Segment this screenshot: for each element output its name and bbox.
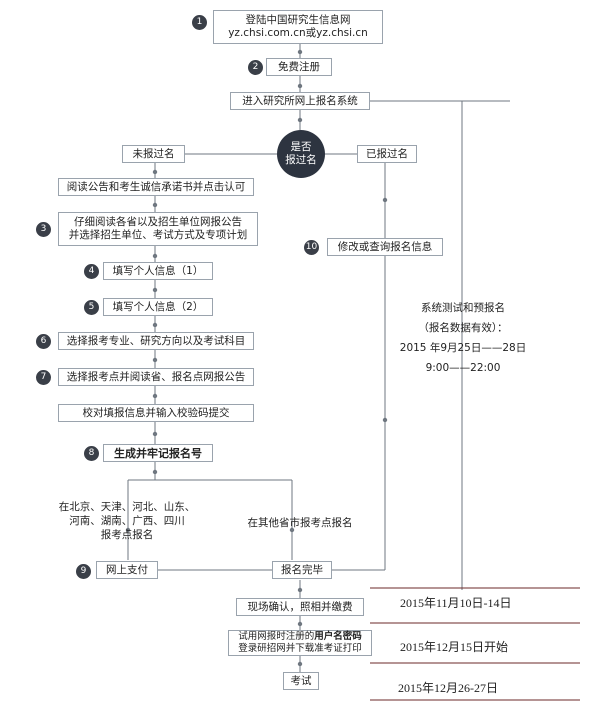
timeline-print-date: 2015年12月15日开始 (400, 640, 509, 654)
region-other-label: 在其他省市报考点报名 (247, 517, 353, 529)
step-free-register: 免费注册 (266, 58, 332, 76)
print-line1-a: 试用网报时注册的 (238, 631, 315, 642)
step-select-major: 选择报考专业、研究方向以及考试科目 (58, 332, 254, 350)
step-badge-8: 8 (84, 446, 99, 461)
step-3-line1: 仔细阅读各省以及招生单位网报公告 (74, 216, 242, 228)
print-line1-b: 用户名密码 (314, 631, 362, 642)
step-badge-3: 3 (36, 222, 51, 237)
step-3-line2: 并选择招生单位、考试方式及专项计划 (68, 229, 248, 241)
step-visit-website: 登陆中国研究生信息网 yz.chsi.com.cn或yz.chsi.cn (213, 10, 383, 44)
region-line3: 报考点报名 (100, 529, 154, 541)
print-line2: 登录研招网并下载准考证打印 (238, 643, 362, 654)
step-badge-6: 6 (36, 334, 51, 349)
branch-not-registered: 未报过名 (122, 145, 185, 163)
step-registration-done: 报名完毕 (272, 561, 332, 579)
step-visit-website-line2: yz.chsi.com.cn或yz.chsi.cn (228, 27, 368, 39)
system-test-line2: （报名数据有效）： (418, 322, 508, 334)
region-line1: 在北京、天津、河北、山东、 (58, 501, 196, 513)
system-test-line3: 2015 年9月25日——28日 (399, 342, 527, 354)
step-check-submit: 校对填报信息并输入校验码提交 (58, 404, 254, 422)
system-test-line4: 9:00——22:00 (425, 362, 501, 374)
step-badge-2: 2 (248, 60, 263, 75)
step-badge-10: 10 (304, 240, 319, 255)
step-generate-reg-number: 生成并牢记报名号 (103, 444, 213, 462)
timeline-confirm-date: 2015年11月10日-14日 (400, 596, 512, 610)
step-onsite-confirm: 现场确认，照相并缴费 (236, 598, 364, 616)
step-badge-1: 1 (192, 15, 207, 30)
step-online-payment: 网上支付 (96, 561, 158, 579)
step-badge-5: 5 (84, 300, 99, 315)
step-read-rules-select-unit: 仔细阅读各省以及招生单位网报公告 并选择招生单位、考试方式及专项计划 (58, 212, 258, 246)
step-print-admission: 试用网报时注册的用户名密码 登录研招网并下载准考证打印 (228, 630, 372, 656)
step-personal-info-1: 填写个人信息（1） (103, 262, 213, 280)
region-line2: 河南、湖南、广西、四川 (69, 515, 185, 527)
decision-registered-before: 是否 报过名 (277, 130, 325, 178)
step-badge-9: 9 (76, 564, 91, 579)
step-visit-website-line1: 登陆中国研究生信息网 (245, 14, 351, 26)
step-personal-info-2: 填写个人信息（2） (103, 298, 213, 316)
region-list-label: 在北京、天津、河北、山东、 河南、湖南、广西、四川 报考点报名 (52, 500, 202, 542)
step-exam: 考试 (283, 672, 319, 690)
system-test-line1: 系统测试和预报名 (421, 302, 505, 314)
branch-registered: 已报过名 (357, 145, 417, 163)
step-read-notice: 阅读公告和考生诚信承诺书并点击认可 (58, 178, 254, 196)
step-select-exam-site: 选择报考点并阅读省、报名点网报公告 (58, 368, 254, 386)
print-line1: 试用网报时注册的用户名密码 (238, 631, 362, 643)
step-enter-system: 进入研究所网上报名系统 (230, 92, 370, 110)
timeline-exam-date: 2015年12月26-27日 (398, 681, 498, 695)
decision-line2: 报过名 (285, 154, 317, 166)
step-modify-query: 修改或查询报名信息 (327, 238, 443, 256)
decision-line1: 是否 (290, 141, 312, 153)
step-badge-7: 7 (36, 370, 51, 385)
step-badge-4: 4 (84, 264, 99, 279)
system-test-note: 系统测试和预报名 （报名数据有效）： 2015 年9月25日——28日 9:00… (388, 298, 538, 378)
